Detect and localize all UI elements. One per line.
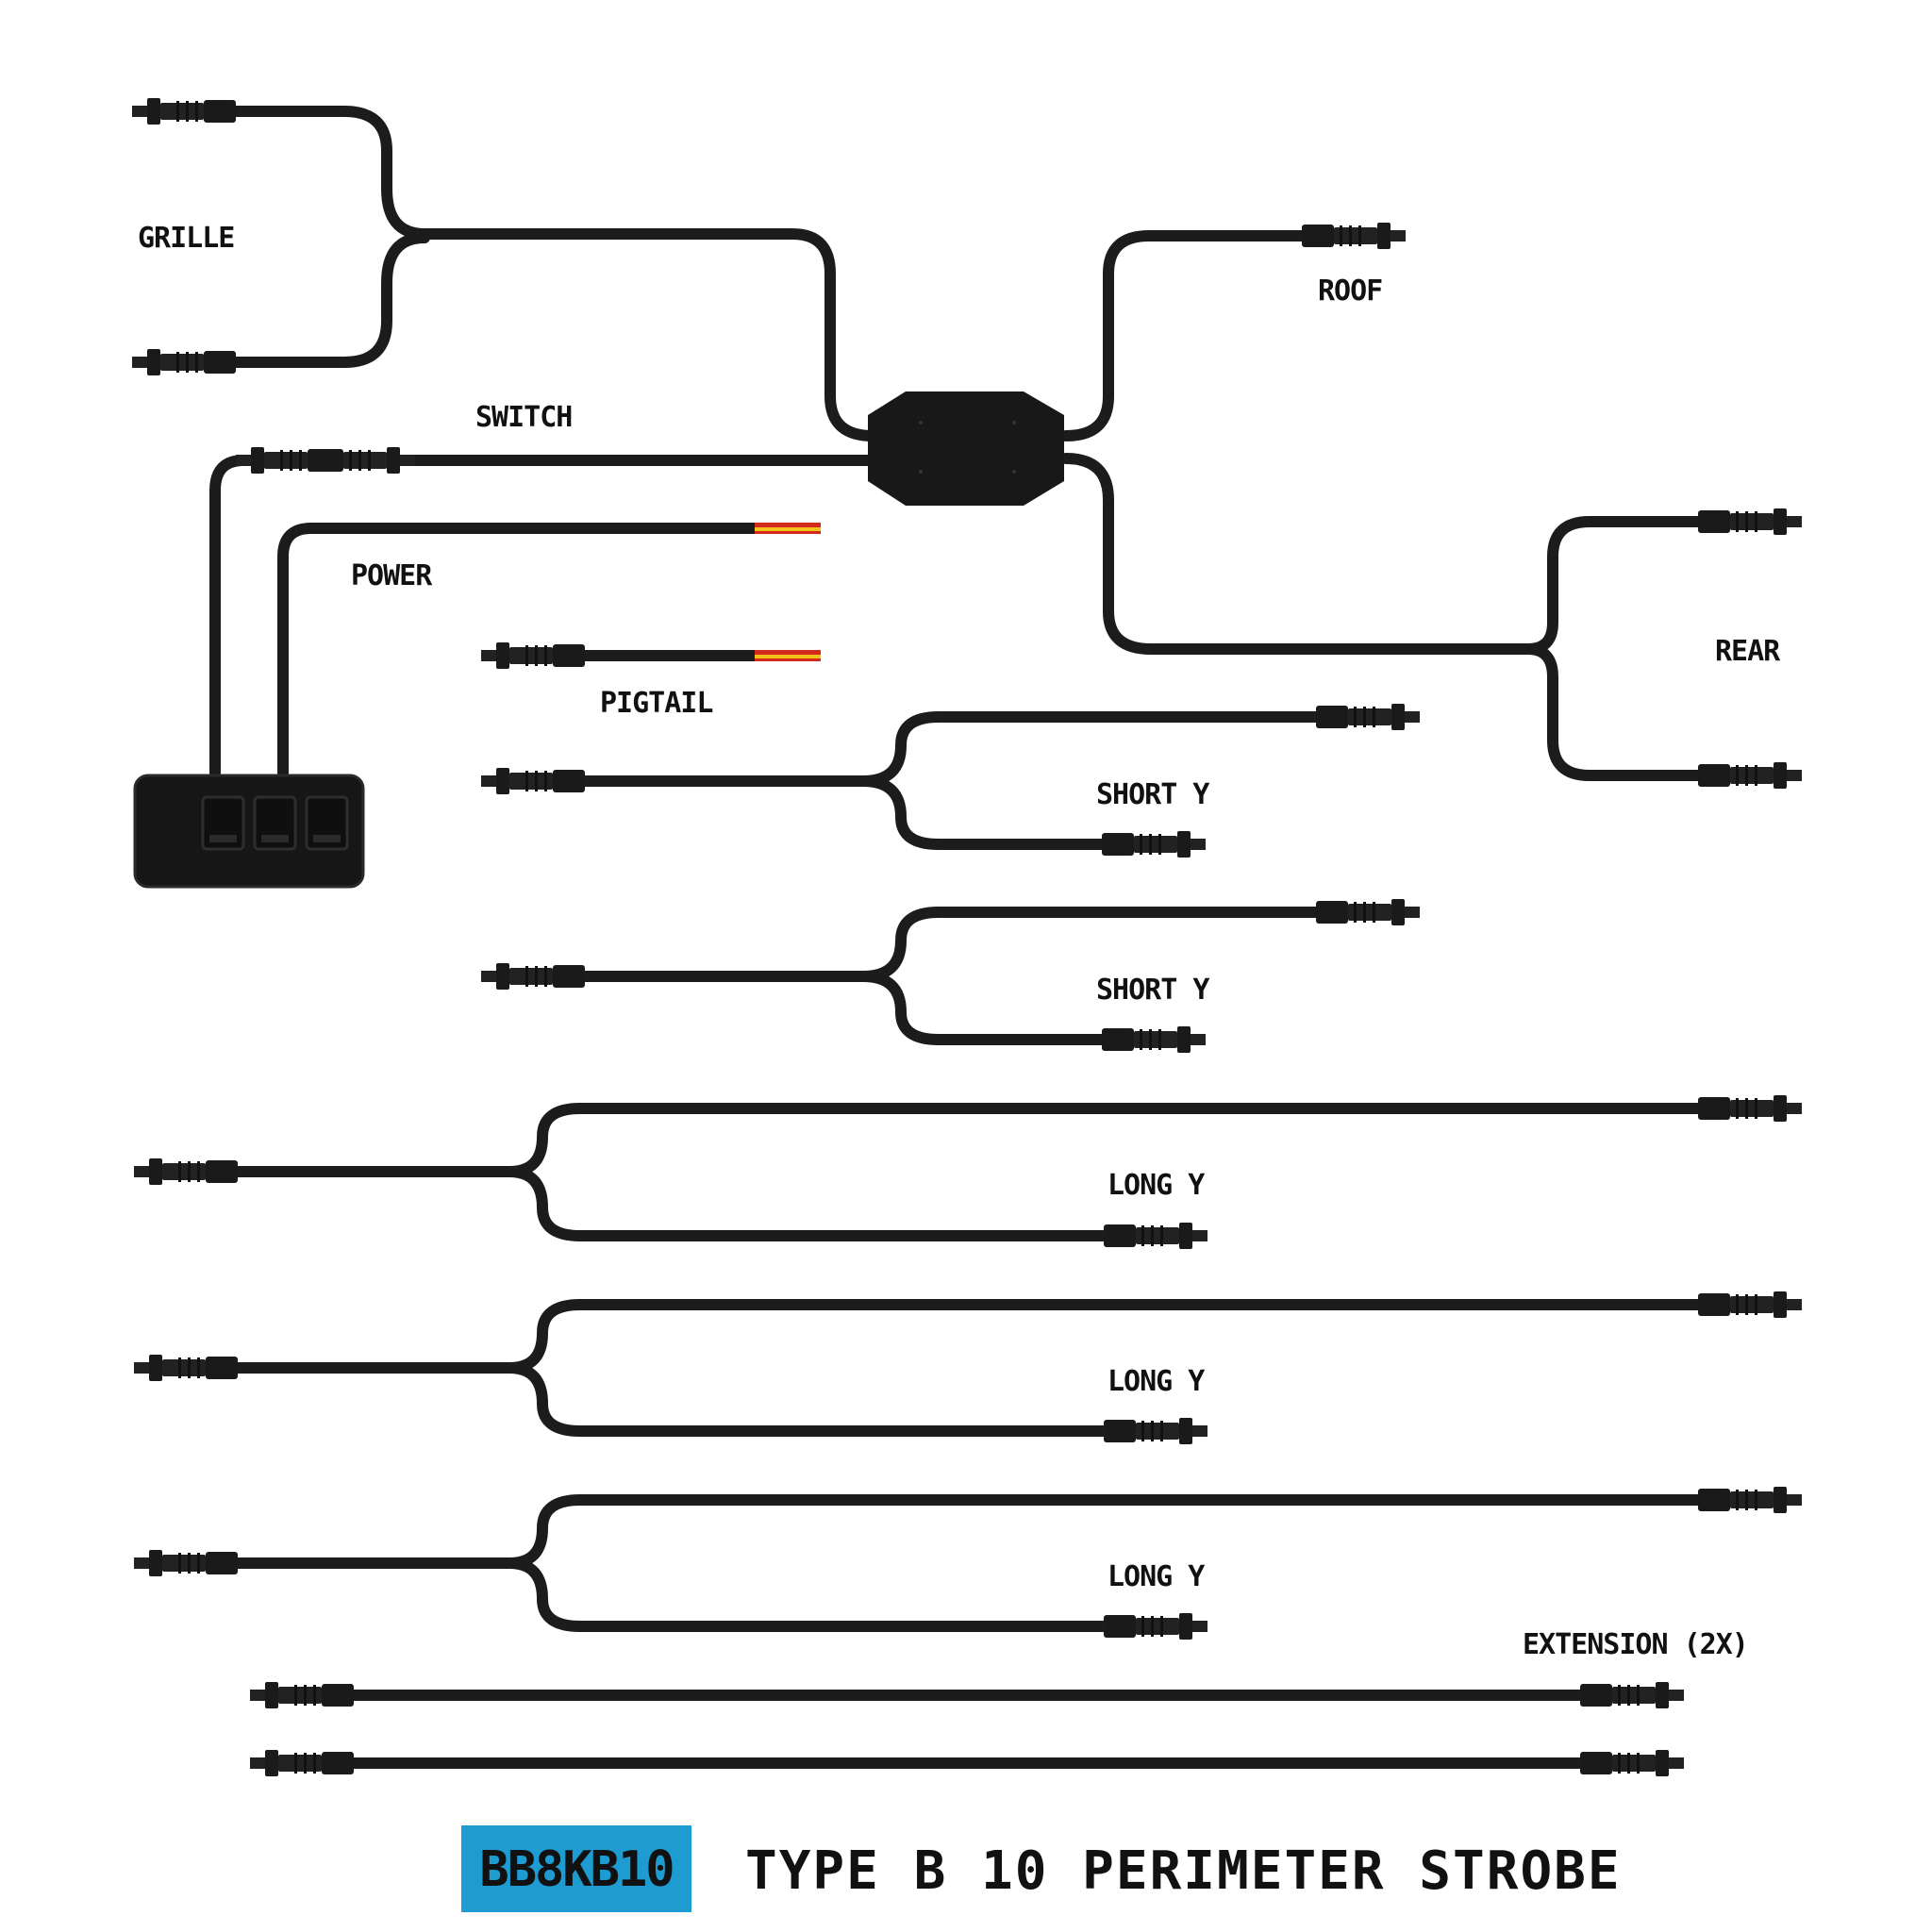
label-rear: REAR xyxy=(1715,635,1781,668)
long-y-2-connector-in xyxy=(134,1355,238,1381)
pigtail-wire-ends xyxy=(755,650,821,661)
long-y-3-cable xyxy=(216,1494,1713,1569)
grille-cable xyxy=(230,106,878,441)
label-extension: EXTENSION (2X) xyxy=(1523,1628,1748,1661)
long-y-2-cable-lower xyxy=(504,1362,1119,1437)
switch-connector-b xyxy=(311,447,415,474)
label-roof: ROOF xyxy=(1318,275,1382,308)
label-power: POWER xyxy=(351,559,433,592)
long-y-3-connector-in xyxy=(134,1550,238,1576)
switch-panel xyxy=(133,774,365,889)
rear-cable-lower xyxy=(1523,643,1713,781)
label-long-y-1: LONG Y xyxy=(1108,1169,1205,1202)
short-y-1-cable xyxy=(570,711,1326,787)
rear-connector-1 xyxy=(1698,508,1802,535)
short-y-1-connector-lower xyxy=(1102,831,1206,858)
cable-group xyxy=(209,106,1713,1769)
short-y-1-connector-in xyxy=(481,768,585,794)
part-number-badge-bg xyxy=(461,1825,691,1912)
extension-1-connector-right xyxy=(1580,1682,1684,1708)
roof-cable xyxy=(1060,230,1317,441)
long-y-1-cable-lower xyxy=(504,1166,1119,1241)
long-y-3-cable-lower xyxy=(504,1557,1119,1632)
roof-connector xyxy=(1302,223,1406,249)
grille-connector-2 xyxy=(132,349,236,375)
label-long-y-2: LONG Y xyxy=(1108,1365,1205,1398)
label-pigtail: PIGTAIL xyxy=(600,687,712,720)
label-short-y-2: SHORT Y xyxy=(1096,974,1209,1007)
product-title: TYPE B 10 PERIMETER STROBE xyxy=(745,1840,1622,1902)
label-long-y-3: LONG Y xyxy=(1108,1560,1205,1593)
label-switch: SWITCH xyxy=(475,401,572,434)
long-y-1-cable xyxy=(216,1103,1713,1177)
long-y-2-connector-lower xyxy=(1104,1418,1208,1444)
power-wire-ends xyxy=(755,523,821,534)
short-y-2-cable-lower xyxy=(858,971,1114,1045)
switch-cable-down xyxy=(209,455,258,789)
grille-cable-lower xyxy=(230,232,430,368)
short-y-2-connector-lower xyxy=(1102,1026,1206,1053)
label-grille: GRILLE xyxy=(138,222,234,255)
long-y-2-connector-upper xyxy=(1698,1291,1802,1318)
short-y-2-connector-in xyxy=(481,963,585,990)
extension-2-connector-right xyxy=(1580,1750,1684,1776)
long-y-1-connector-in xyxy=(134,1158,238,1185)
extension-1-connector-left xyxy=(250,1682,354,1708)
long-y-1-connector-lower xyxy=(1104,1223,1208,1249)
extension-2-connector-left xyxy=(250,1750,354,1776)
labels: GRILLE ROOF SWITCH POWER PIGTAIL REAR SH… xyxy=(138,222,1782,1661)
long-y-2-cable xyxy=(216,1299,1713,1374)
long-y-3-connector-lower xyxy=(1104,1613,1208,1640)
short-y-2-connector-upper xyxy=(1316,899,1420,925)
short-y-1-cable-lower xyxy=(858,775,1114,850)
control-module xyxy=(868,391,1064,506)
short-y-2-cable xyxy=(570,907,1326,982)
pigtail-connector xyxy=(481,642,585,669)
long-y-1-connector-upper xyxy=(1698,1095,1802,1122)
rear-cable xyxy=(1060,453,1713,655)
part-number-badge: BB8KB10 xyxy=(479,1841,675,1898)
grille-connector-1 xyxy=(132,98,236,125)
power-cable xyxy=(277,523,760,789)
rear-connector-2 xyxy=(1698,762,1802,789)
long-y-3-connector-upper xyxy=(1698,1487,1802,1513)
label-short-y-1: SHORT Y xyxy=(1096,778,1209,811)
short-y-1-connector-upper xyxy=(1316,704,1420,730)
